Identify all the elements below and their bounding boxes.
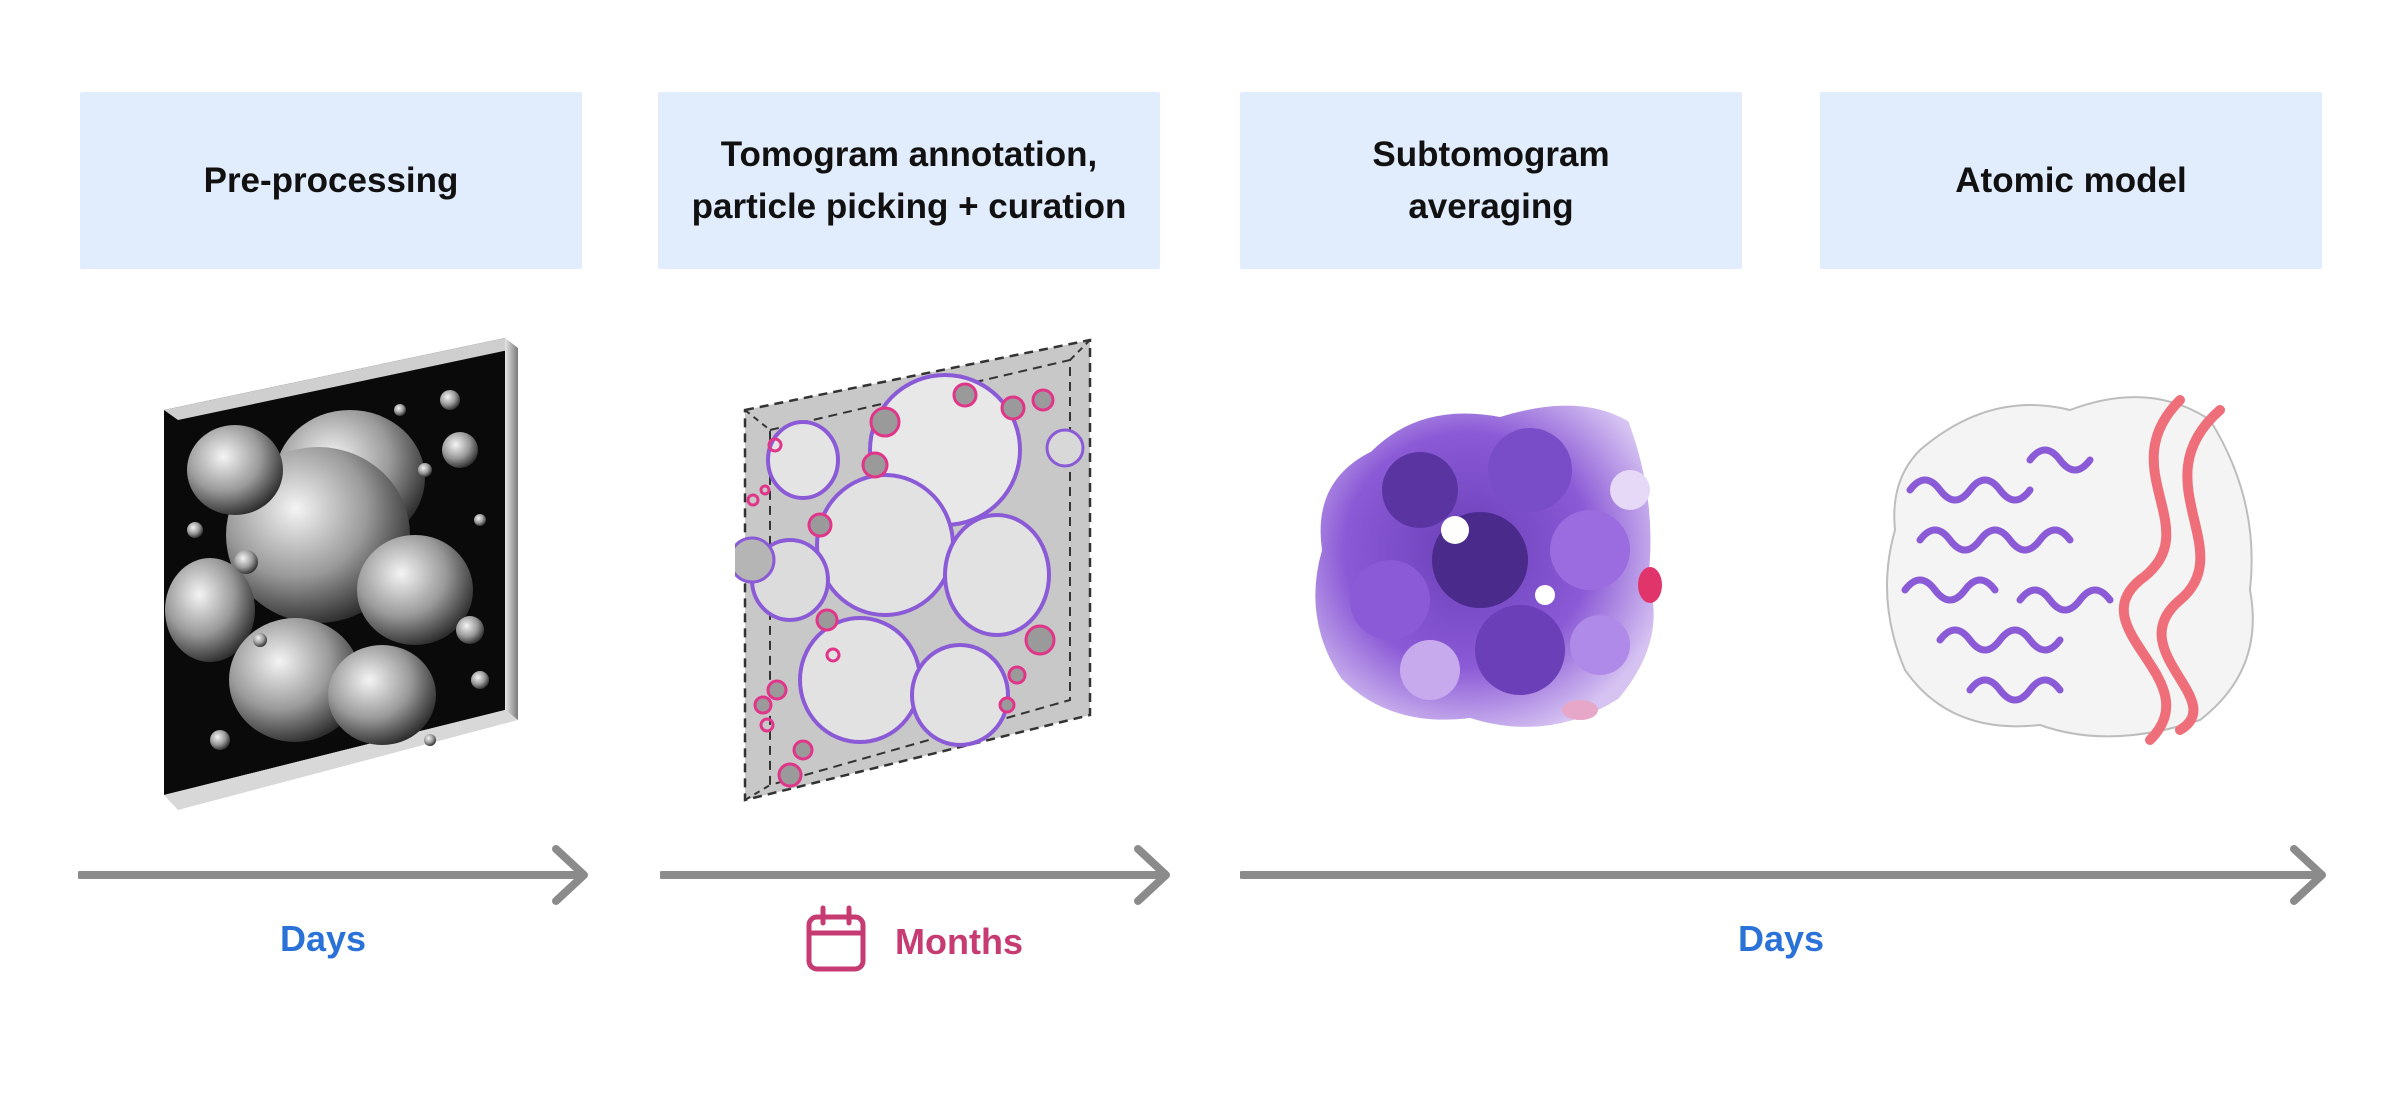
timeline-arrow-3	[1240, 845, 2326, 905]
timeline-arrow-1	[78, 845, 588, 905]
duration-label-months: Months	[895, 921, 1023, 962]
duration-label-days: Days	[280, 918, 367, 959]
stage-box-tomogram-annotation: Tomogram annotation, particle picking + …	[658, 92, 1160, 269]
timeline-arrow-2	[660, 845, 1170, 905]
atomic-model-image	[1886, 395, 2254, 745]
duration-label-days: Days	[1738, 918, 1825, 959]
stage-label: Tomogram annotation, particle picking + …	[691, 134, 1127, 226]
stage-box-atomic-model: Atomic model	[1820, 92, 2322, 269]
calendar-icon	[806, 905, 866, 972]
stage-label: Atomic model	[1955, 160, 2187, 200]
stage-box-subtomogram-averaging: Subtomogram averaging	[1240, 92, 1742, 269]
stage-label: Pre-processing	[203, 160, 459, 200]
annotated-tomogram-image	[735, 338, 1092, 802]
tomogram-slab-image	[164, 338, 518, 810]
density-map-image	[1311, 401, 1662, 731]
stage-label: Subtomogram averaging	[1372, 134, 1610, 226]
stage-box-preprocessing: Pre-processing	[80, 92, 582, 269]
